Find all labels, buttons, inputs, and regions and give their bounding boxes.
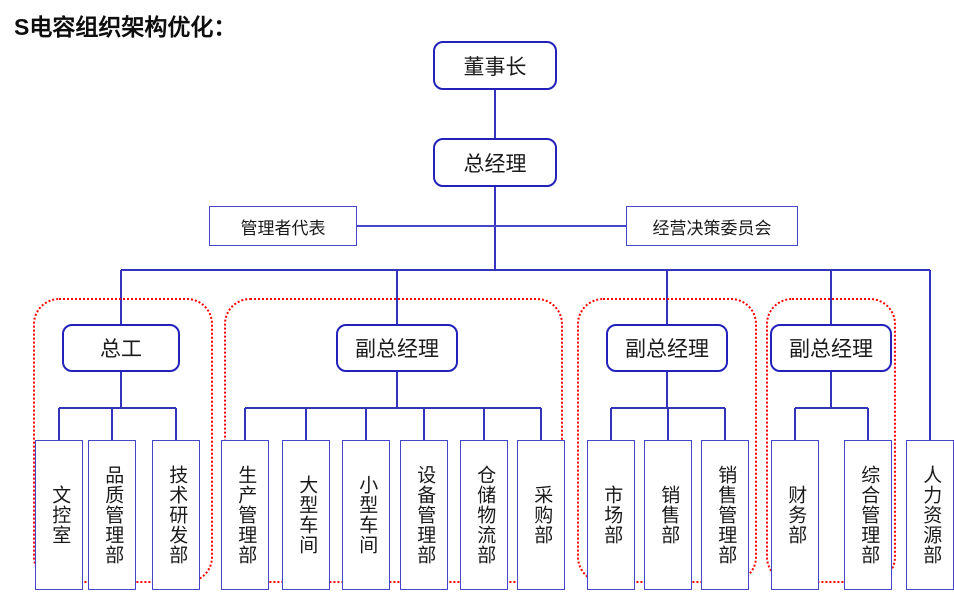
node-dept-finance[interactable]: 财务部 [771,440,819,590]
node-dept-marketing[interactable]: 市场部 [587,440,635,590]
node-deputy-gm-sales[interactable]: 副总经理 [606,324,728,372]
node-management-representative[interactable]: 管理者代表 [209,206,357,246]
page-title: S电容组织架构优化： [14,14,237,40]
node-general-manager[interactable]: 总经理 [433,138,557,187]
node-decision-committee[interactable]: 经营决策委员会 [626,206,798,246]
node-dept-quality-management[interactable]: 品质管理部 [88,440,136,590]
node-dept-document-control[interactable]: 文控室 [35,440,83,590]
node-dept-purchasing[interactable]: 采购部 [517,440,565,590]
node-deputy-gm-administration[interactable]: 副总经理 [770,324,892,372]
node-dept-technology-rd[interactable]: 技术研发部 [152,440,200,590]
node-dept-sales[interactable]: 销售部 [644,440,692,590]
node-dept-production-management[interactable]: 生产管理部 [221,440,269,590]
node-dept-equipment-management[interactable]: 设备管理部 [400,440,448,590]
node-dept-general-administration[interactable]: 综合管理部 [844,440,892,590]
node-deputy-gm-production[interactable]: 副总经理 [336,324,458,372]
node-chairman[interactable]: 董事长 [433,41,557,90]
node-dept-warehouse-logistics[interactable]: 仓储物流部 [460,440,508,590]
node-chief-engineer[interactable]: 总工 [62,324,180,372]
node-dept-large-workshop[interactable]: 大型车间 [282,440,330,590]
node-dept-small-workshop[interactable]: 小型车间 [342,440,390,590]
node-dept-sales-management[interactable]: 销售管理部 [701,440,749,590]
node-dept-human-resources[interactable]: 人力资源部 [906,440,954,590]
